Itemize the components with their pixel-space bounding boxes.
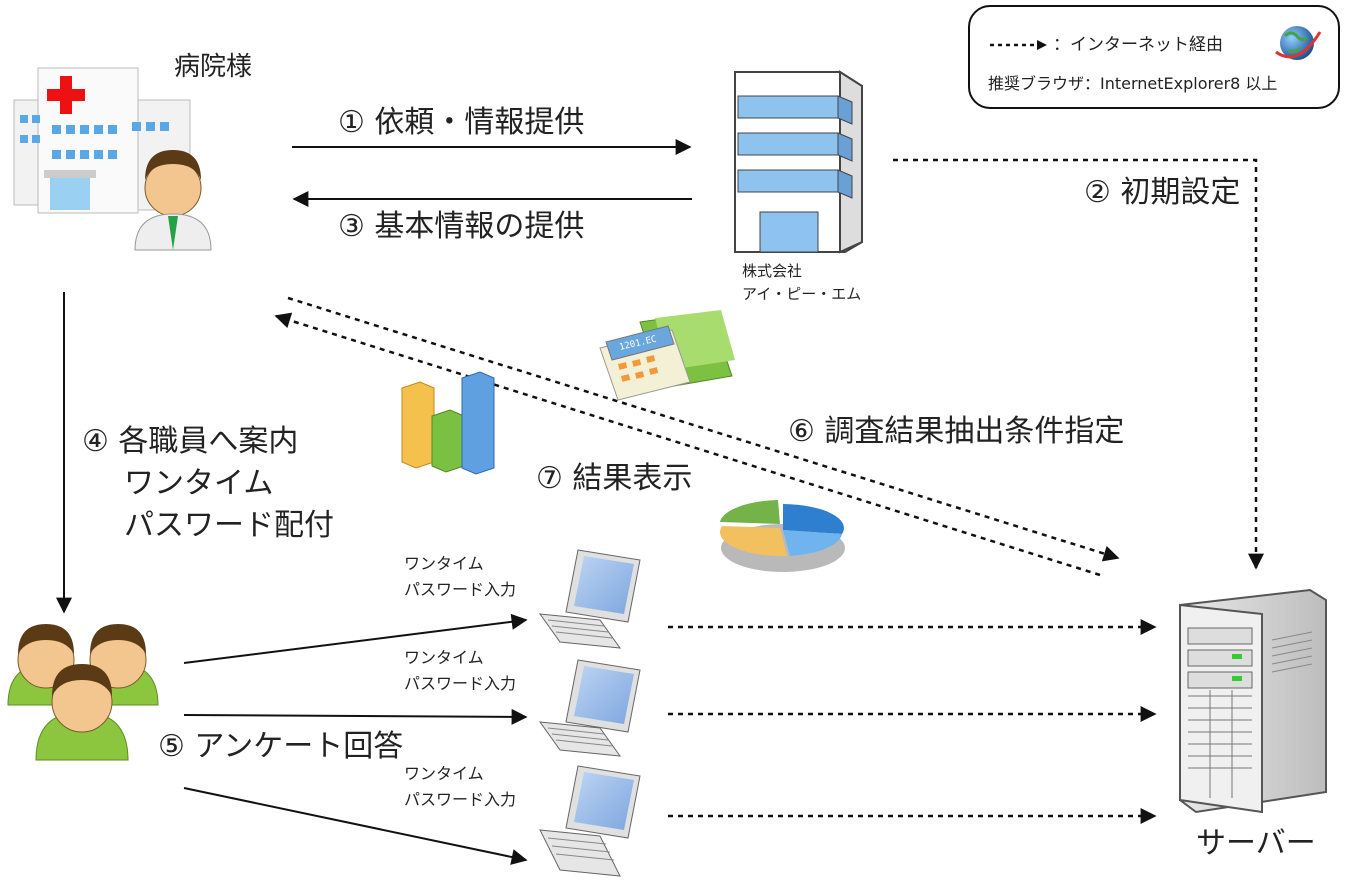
company-label-line1: 株式会社 bbox=[742, 262, 803, 280]
arrow-initial-setup bbox=[893, 158, 1264, 570]
pc2-label-line1: ワンタイム bbox=[404, 648, 484, 667]
globe-icon bbox=[1275, 26, 1322, 60]
arrow-staff-pc2 bbox=[183, 708, 528, 725]
arrow-staff-pc1 bbox=[183, 613, 528, 664]
pie-chart-icon bbox=[719, 500, 845, 572]
pc-icon-1 bbox=[538, 549, 641, 649]
pc3-label-line1: ワンタイム bbox=[404, 764, 484, 783]
company-label-line2: アイ・ピー・エム bbox=[742, 285, 862, 303]
bar-chart-icon bbox=[401, 371, 495, 475]
step-1-label: ① 依頼・情報提供 bbox=[338, 105, 585, 140]
step-6-label: ⑥ 調査結果抽出条件指定 bbox=[788, 414, 1125, 449]
hospital-icon bbox=[13, 67, 212, 251]
pc-icon-2 bbox=[538, 659, 641, 757]
server-label: サーバー bbox=[1196, 826, 1316, 861]
pc-icon-3 bbox=[539, 765, 641, 877]
pc3-label-line2: パスワード入力 bbox=[404, 790, 517, 809]
step-4-label-line3: パスワード配付 bbox=[124, 508, 334, 543]
step-4-label-line1: ④ 各職員へ案内 bbox=[82, 424, 299, 459]
step-5-label: ⑤ アンケート回答 bbox=[158, 729, 404, 764]
hospital-label: 病院様 bbox=[174, 52, 253, 82]
legend-browser-label: 推奨ブラウザ：InternetExplorer8 以上 bbox=[988, 74, 1278, 93]
step-2-label: ② 初期設定 bbox=[1084, 175, 1241, 210]
pc2-label-line2: パスワード入力 bbox=[404, 674, 517, 693]
arrow-staff-pc3 bbox=[183, 787, 528, 865]
step-4-label-line2: ワンタイム bbox=[124, 466, 274, 501]
legend-box bbox=[968, 5, 1340, 109]
arrow-condition-spec bbox=[287, 296, 1120, 562]
server-icon bbox=[1179, 588, 1327, 814]
calculator-folder-icon: 1201.EC bbox=[599, 310, 735, 401]
company-building-icon bbox=[734, 70, 863, 254]
pc1-label-line1: ワンタイム bbox=[404, 554, 484, 573]
staff-group-icon bbox=[7, 624, 159, 761]
step-7-label: ⑦ 結果表示 bbox=[536, 461, 693, 496]
arrow-results-display bbox=[274, 312, 1101, 577]
step-3-label: ③ 基本情報の提供 bbox=[338, 209, 585, 244]
pc1-label-line2: パスワード入力 bbox=[404, 580, 517, 599]
legend-internet-label: ：インターネット経由 bbox=[1053, 35, 1223, 55]
